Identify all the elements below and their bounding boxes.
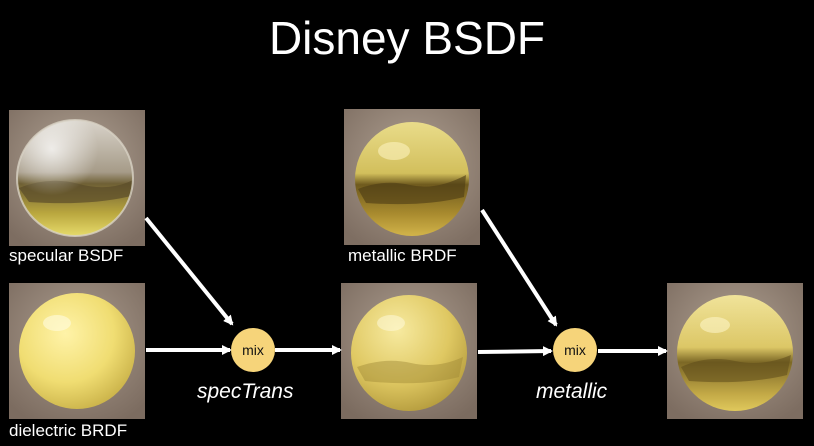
final-sphere-tile <box>667 283 803 419</box>
final-sphere-icon <box>667 283 803 419</box>
mix-node-spectrans: mix <box>231 328 275 372</box>
metallic-brdf-tile <box>344 109 480 245</box>
arrow-intermediate-to-mix2 <box>477 346 553 357</box>
mix-node-metallic: mix <box>553 328 597 372</box>
arrow-specular-to-mix1 <box>144 216 234 326</box>
page-title: Disney BSDF <box>268 12 546 64</box>
gold-metal-sphere-icon <box>344 109 480 245</box>
specular-bsdf-tile <box>9 110 145 246</box>
mixed-sphere-icon <box>341 283 477 419</box>
yellow-diffuse-sphere-icon <box>9 283 145 419</box>
specular-bsdf-label: specular BSDF <box>9 246 124 265</box>
arrow-metallic-to-mix2 <box>480 208 558 327</box>
glass-sphere-icon <box>9 110 145 246</box>
dielectric-brdf-tile <box>9 283 145 419</box>
metallic-param-label: metallic <box>536 380 608 403</box>
dielectric-brdf-label: dielectric BRDF <box>9 421 128 440</box>
metallic-brdf-label: metallic BRDF <box>348 246 457 265</box>
intermediate-sphere-tile <box>341 283 477 419</box>
spectrans-param-label: specTrans <box>197 380 294 403</box>
